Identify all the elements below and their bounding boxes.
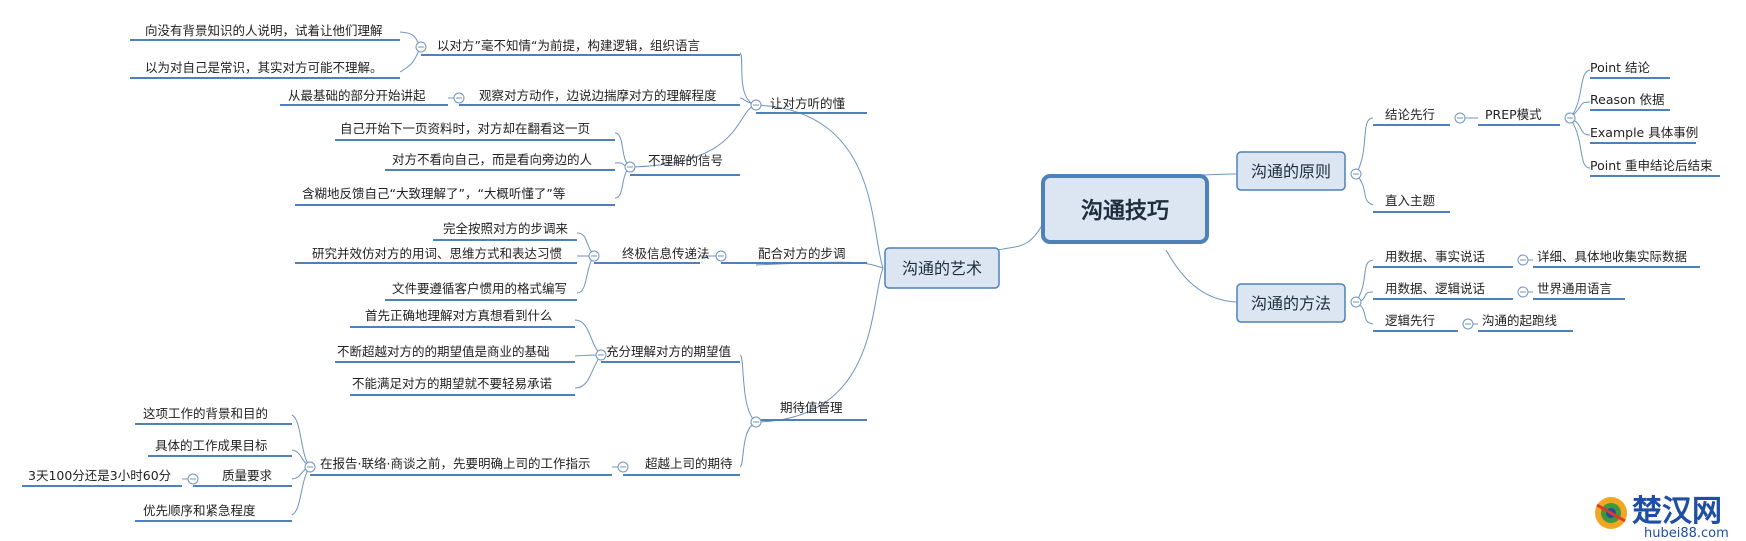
collapse-toggle-icon[interactable]	[715, 250, 727, 262]
main-node-fangfa[interactable]: 沟通的方法	[1236, 283, 1346, 323]
node-r1c1[interactable]: 自己开始下一页资料时，对方却在翻看这一页	[340, 121, 590, 136]
node-r1c[interactable]: 不理解的信号	[648, 153, 723, 168]
collapse-toggles	[187, 41, 1576, 485]
node-p1a[interactable]: PREP模式	[1485, 107, 1542, 122]
connector-lines	[182, 31, 1591, 516]
node-m1[interactable]: 用数据、事实说话	[1385, 249, 1485, 264]
node-p2[interactable]: 直入主题	[1385, 193, 1436, 208]
node-r3a3[interactable]: 不能满足对方的期望就不要轻易承诺	[352, 376, 552, 391]
watermark-logo-icon	[1595, 497, 1627, 529]
collapse-toggle-icon[interactable]	[1350, 168, 1362, 180]
collapse-toggle-icon[interactable]	[1454, 112, 1466, 124]
node-m2[interactable]: 用数据、逻辑说话	[1385, 281, 1485, 296]
node-underlines	[22, 39, 1720, 522]
node-r3b[interactable]: 超越上司的期待	[645, 456, 733, 471]
node-r2a3[interactable]: 文件要遵循客户惯用的格式编写	[392, 281, 567, 296]
root-label: 沟通技巧	[1081, 198, 1169, 224]
collapse-toggle-icon[interactable]	[595, 349, 607, 361]
node-r1a2[interactable]: 以为对自己是常识，其实对方可能不理解。	[145, 60, 383, 75]
node-p1[interactable]: 结论先行	[1385, 107, 1435, 122]
node-r1a1[interactable]: 向没有背景知识的人说明，试着让他们理解	[145, 23, 383, 38]
collapse-toggle-icon[interactable]	[1517, 286, 1529, 298]
watermark-url: hubei88.com	[1644, 526, 1729, 541]
node-r3a2[interactable]: 不断超越对方的的期望值是商业的基础	[337, 344, 550, 359]
watermark-brand: 楚汉网	[1632, 494, 1722, 529]
collapse-toggle-icon[interactable]	[304, 461, 316, 473]
node-r3b1c1[interactable]: 3天100分还是3小时60分	[28, 468, 171, 483]
collapse-toggle-icon[interactable]	[750, 416, 762, 428]
collapse-toggle-icon[interactable]	[1462, 318, 1474, 330]
node-r2a1[interactable]: 完全按照对方的步调来	[443, 221, 569, 236]
node-p1a1[interactable]: Point 结论	[1590, 60, 1651, 75]
node-p1a2[interactable]: Reason 依据	[1590, 92, 1665, 107]
node-r3a[interactable]: 充分理解对方的期望值	[606, 344, 731, 359]
collapse-toggle-icon[interactable]	[1350, 296, 1362, 308]
collapse-toggle-icon[interactable]	[1517, 254, 1529, 266]
node-m1a[interactable]: 详细、具体地收集实际数据	[1537, 249, 1687, 264]
node-r3b1d[interactable]: 优先顺序和紧急程度	[143, 503, 256, 518]
node-r1c2[interactable]: 对方不看向自己，而是看向旁边的人	[392, 152, 593, 167]
main-node-yuanze[interactable]: 沟通的原则	[1236, 151, 1346, 191]
node-r1a[interactable]: 以对方”毫不知情“为前提，构建逻辑，组织语言	[437, 38, 700, 53]
collapse-toggle-icon[interactable]	[750, 99, 762, 111]
node-r3[interactable]: 期待值管理	[780, 400, 843, 415]
node-r2a2[interactable]: 研究并效仿对方的用词、思维方式和表达习惯	[312, 246, 562, 261]
node-r2a[interactable]: 终极信息传递法	[622, 246, 710, 261]
node-r3a1[interactable]: 首先正确地理解对方真想看到什么	[365, 308, 553, 323]
node-r1c3[interactable]: 含糊地反馈自己“大致理解了”，“大概听懂了”等	[302, 186, 565, 201]
node-m2a[interactable]: 世界通用语言	[1537, 281, 1612, 296]
collapse-toggle-icon[interactable]	[617, 461, 629, 473]
node-p1a4[interactable]: Point 重申结论后结束	[1590, 158, 1713, 173]
node-r3b1a[interactable]: 这项工作的背景和目的	[143, 406, 268, 421]
node-r3b1b[interactable]: 具体的工作成果目标	[155, 438, 268, 453]
root-node[interactable]: 沟通技巧	[1041, 174, 1209, 244]
node-labels: 让对方听的懂 以对方”毫不知情“为前提，构建逻辑，组织语言 向没有背景知识的人说…	[28, 23, 1713, 518]
node-p1a3[interactable]: Example 具体事例	[1590, 125, 1698, 140]
node-r1[interactable]: 让对方听的懂	[770, 96, 846, 111]
node-r1b1[interactable]: 从最基础的部分开始讲起	[288, 88, 426, 103]
collapse-toggle-icon[interactable]	[1564, 112, 1576, 124]
node-r1b[interactable]: 观察对方动作，边说边揣摩对方的理解程度	[479, 88, 717, 103]
collapse-toggle-icon[interactable]	[415, 41, 427, 53]
collapse-toggle-icon[interactable]	[624, 161, 636, 173]
collapse-toggle-icon[interactable]	[187, 473, 199, 485]
node-r3b1[interactable]: 在报告·联络·商谈之前，先要明确上司的工作指示	[320, 456, 590, 471]
main-node-yishu[interactable]: 沟通的艺术	[884, 247, 1000, 289]
main-node-label: 沟通的方法	[1251, 294, 1331, 313]
main-node-label: 沟通的艺术	[902, 259, 982, 278]
node-r3b1c[interactable]: 质量要求	[222, 468, 273, 483]
collapse-toggle-icon[interactable]	[453, 92, 465, 104]
collapse-toggle-icon[interactable]	[588, 250, 600, 262]
watermark: 楚汉网 hubei88.com	[1595, 494, 1729, 541]
main-node-label: 沟通的原则	[1251, 162, 1331, 181]
node-m3a[interactable]: 沟通的起跑线	[1482, 313, 1558, 328]
node-m3[interactable]: 逻辑先行	[1385, 313, 1435, 328]
node-r2[interactable]: 配合对方的步调	[758, 246, 846, 261]
